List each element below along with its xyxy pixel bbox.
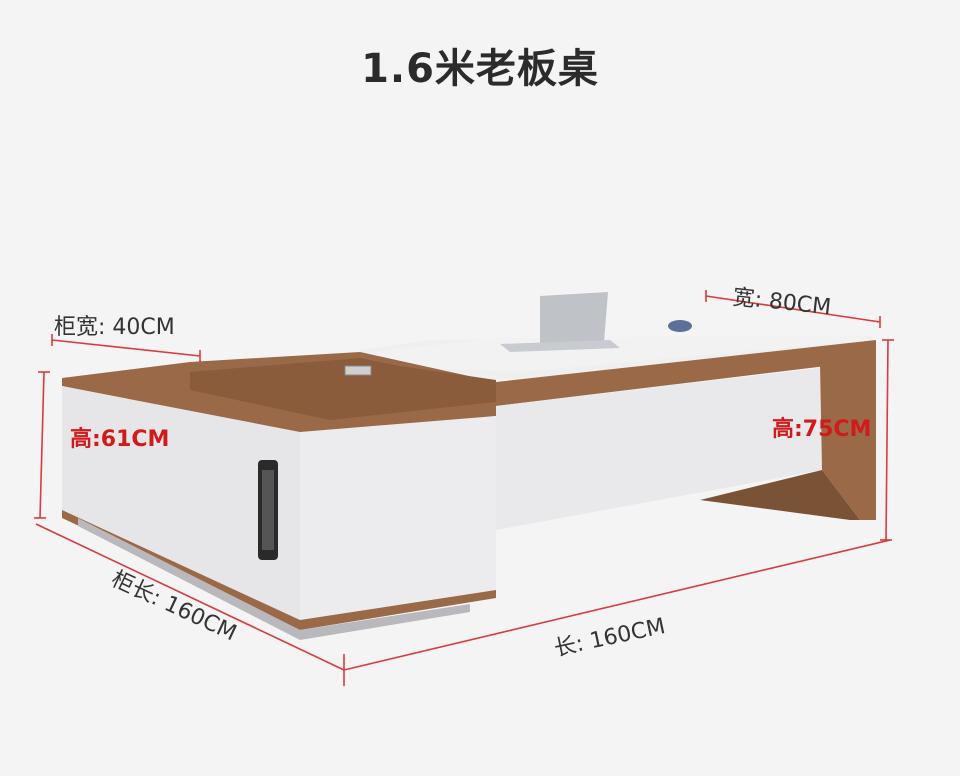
product-title: 1.6米老板桌 [361, 46, 599, 92]
desk-width-label: 宽: 80CM [731, 285, 832, 320]
desk-height-label: 高:75CM [772, 416, 871, 442]
desk-right-leg-side [700, 470, 860, 520]
cabinet-side-panel [62, 386, 300, 620]
desk-front-edge [496, 340, 876, 406]
laptop-screen [540, 292, 608, 346]
desk-right-leg [820, 358, 876, 520]
desk-length-label: 长: 160CM [552, 614, 667, 662]
desk-top-white-inlay [370, 336, 872, 372]
cabinet-width-label: 柜宽: 40CM [54, 315, 175, 340]
cabinet-front-panel [300, 416, 496, 620]
desk-modesty-panel [496, 368, 822, 530]
coffee-cup [668, 320, 692, 332]
laptop-base [500, 340, 620, 352]
cable-grommet [344, 365, 372, 376]
connector-block [190, 358, 496, 420]
cabinet-height-label: 高:61CM [70, 426, 169, 452]
